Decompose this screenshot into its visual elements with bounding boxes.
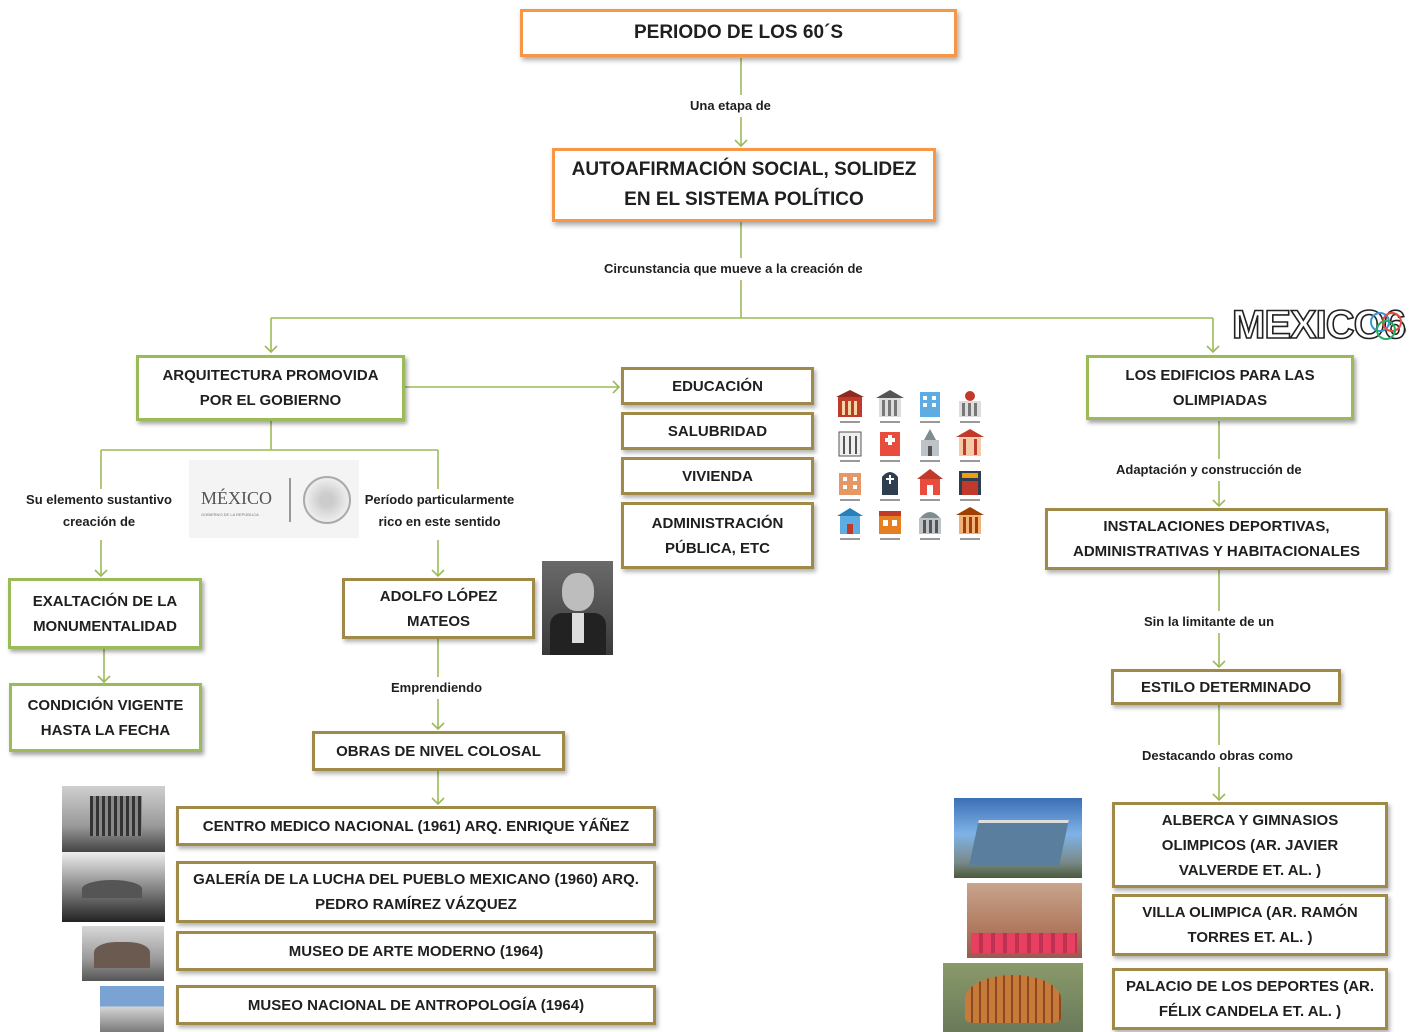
left-work-text: MUSEO NACIONAL DE ANTROPOLOGÍA (1964) bbox=[247, 996, 585, 1014]
emprendiendo-label: Emprendiendo bbox=[391, 677, 483, 699]
su-elemento-label: Su elemento sustantivo creación de bbox=[18, 489, 180, 533]
alberca-gimnasio-photo bbox=[954, 798, 1082, 878]
left-work-text: CENTRO MEDICO NACIONAL (1961) ARQ. ENRIQ… bbox=[202, 817, 630, 835]
mexico68-logo-text: MEXICO68 bbox=[1232, 303, 1406, 344]
logo-divider bbox=[289, 478, 291, 522]
galeria-photo bbox=[62, 852, 165, 922]
bank-building-icon bbox=[836, 389, 864, 425]
hospital-building-icon bbox=[876, 428, 904, 464]
hotel-building-icon bbox=[916, 389, 944, 425]
connector-label-una-etapa: Una etapa de bbox=[690, 95, 771, 117]
periodo-label: Período particularmente rico en este sen… bbox=[352, 489, 527, 533]
theater-building-icon bbox=[956, 506, 984, 542]
instalaciones-text: INSTALACIONES DEPORTIVAS, ADMINISTRATIVA… bbox=[1073, 518, 1360, 560]
right-work-text: VILLA OLIMPICA (AR. RAMÓN TORRES ET. AL.… bbox=[1142, 904, 1358, 946]
police-building-icon bbox=[916, 467, 944, 503]
left-work-node: CENTRO MEDICO NACIONAL (1961) ARQ. ENRIQ… bbox=[176, 806, 656, 846]
government-building-icon bbox=[956, 389, 984, 425]
center-item-text: VIVIENDA bbox=[682, 467, 753, 485]
right-work-node: PALACIO DE LOS DEPORTES (AR. FÉLIX CANDE… bbox=[1112, 968, 1388, 1030]
arquitectura-gobierno-text: ARQUITECTURA PROMOVIDA POR EL GOBIERNO bbox=[162, 367, 379, 409]
logo-mexico-text: MÉXICO bbox=[201, 488, 272, 508]
exaltacion-text: EXALTACIÓN DE LA MONUMENTALIDAD bbox=[32, 592, 178, 635]
estilo-text: ESTILO DETERMINADO bbox=[1140, 678, 1311, 696]
center-item-text: ADMINISTRACIÓN PÚBLICA, ETC bbox=[651, 514, 784, 557]
destacando-label: Destacando obras como bbox=[1142, 745, 1293, 767]
center-item: SALUBRIDAD bbox=[621, 412, 814, 450]
courthouse-building-icon bbox=[956, 428, 984, 464]
center-item: ADMINISTRACIÓN PÚBLICA, ETC bbox=[621, 502, 814, 569]
connector-label-circunstancia: Circunstancia que mueve a la creación de bbox=[604, 258, 863, 280]
right-work-node: ALBERCA Y GIMNASIOS OLIMPICOS (AR. JAVIE… bbox=[1112, 802, 1388, 888]
autoafirmacion-text: AUTOAFIRMACIÓN SOCIAL, SOLIDEZ EN EL SIS… bbox=[571, 159, 917, 210]
left-work-node: MUSEO NACIONAL DE ANTROPOLOGÍA (1964) bbox=[176, 985, 656, 1025]
arquitectura-gobierno-node: ARQUITECTURA PROMOVIDA POR EL GOBIERNO bbox=[136, 355, 405, 421]
adolfo-portrait-photo bbox=[542, 561, 613, 655]
right-work-node: VILLA OLIMPICA (AR. RAMÓN TORRES ET. AL.… bbox=[1112, 894, 1388, 956]
title-node: PERIODO DE LOS 60´S bbox=[520, 9, 957, 57]
obras-text: OBRAS DE NIVEL COLOSAL bbox=[336, 742, 541, 760]
university-building-icon bbox=[916, 506, 944, 542]
museo-antropologia-photo bbox=[100, 986, 164, 1032]
exaltacion-node: EXALTACIÓN DE LA MONUMENTALIDAD bbox=[8, 578, 202, 649]
left-work-text: GALERÍA DE LA LUCHA DEL PUEBLO MEXICANO … bbox=[193, 871, 639, 913]
obras-node: OBRAS DE NIVEL COLOSAL bbox=[312, 731, 565, 771]
centro-medico-photo bbox=[62, 786, 165, 852]
condicion-node: CONDICIÓN VIGENTE HASTA LA FECHA bbox=[9, 683, 202, 752]
estilo-node: ESTILO DETERMINADO bbox=[1111, 669, 1341, 705]
autoafirmacion-node: AUTOAFIRMACIÓN SOCIAL, SOLIDEZ EN EL SIS… bbox=[552, 148, 936, 222]
adolfo-text: ADOLFO LÓPEZ MATEOS bbox=[379, 587, 498, 630]
shop-building-icon bbox=[876, 506, 904, 542]
museo-arte-moderno-photo bbox=[82, 926, 164, 981]
right-work-text: ALBERCA Y GIMNASIOS OLIMPICOS (AR. JAVIE… bbox=[1161, 811, 1339, 879]
school-building-icon bbox=[836, 467, 864, 503]
adaptacion-label: Adaptación y construcción de bbox=[1116, 459, 1302, 481]
eagle-seal-icon bbox=[303, 476, 351, 524]
left-work-node: GALERÍA DE LA LUCHA DEL PUEBLO MEXICANO … bbox=[176, 861, 656, 923]
logo-sub-text: GOBIERNO DE LA REPÚBLICA bbox=[201, 512, 259, 517]
adolfo-node: ADOLFO LÓPEZ MATEOS bbox=[342, 578, 535, 639]
museum-building-icon bbox=[876, 389, 904, 425]
church-building-icon bbox=[916, 428, 944, 464]
condicion-text: CONDICIÓN VIGENTE HASTA LA FECHA bbox=[27, 696, 184, 739]
palacio-deportes-photo bbox=[943, 963, 1083, 1032]
mexico68-logo: MEXICO68 bbox=[1230, 300, 1406, 344]
center-item: VIVIENDA bbox=[621, 457, 814, 495]
fire-station-icon bbox=[956, 467, 984, 503]
left-work-node: MUSEO DE ARTE MODERNO (1964) bbox=[176, 931, 656, 971]
left-work-text: MUSEO DE ARTE MODERNO (1964) bbox=[288, 942, 544, 960]
sin-limitante-label: Sin la limitante de un bbox=[1144, 611, 1275, 633]
center-item-text: EDUCACIÓN bbox=[672, 377, 763, 395]
title-text: PERIODO DE LOS 60´S bbox=[633, 22, 844, 43]
prison-building-icon bbox=[836, 428, 864, 464]
cemetery-icon bbox=[876, 467, 904, 503]
center-item-text: SALUBRIDAD bbox=[667, 422, 768, 440]
post-office-icon bbox=[836, 506, 864, 542]
olimpiadas-node: LOS EDIFICIOS PARA LAS OLIMPIADAS bbox=[1086, 355, 1354, 420]
villa-olimpica-photo bbox=[967, 883, 1082, 958]
right-work-text: PALACIO DE LOS DEPORTES (AR. FÉLIX CANDE… bbox=[1125, 978, 1375, 1020]
instalaciones-node: INSTALACIONES DEPORTIVAS, ADMINISTRATIVA… bbox=[1045, 508, 1388, 570]
olimpiadas-text: LOS EDIFICIOS PARA LAS OLIMPIADAS bbox=[1125, 366, 1315, 409]
gobierno-mexico-logo: MÉXICO GOBIERNO DE LA REPÚBLICA bbox=[189, 460, 359, 538]
center-item: EDUCACIÓN bbox=[621, 367, 814, 405]
